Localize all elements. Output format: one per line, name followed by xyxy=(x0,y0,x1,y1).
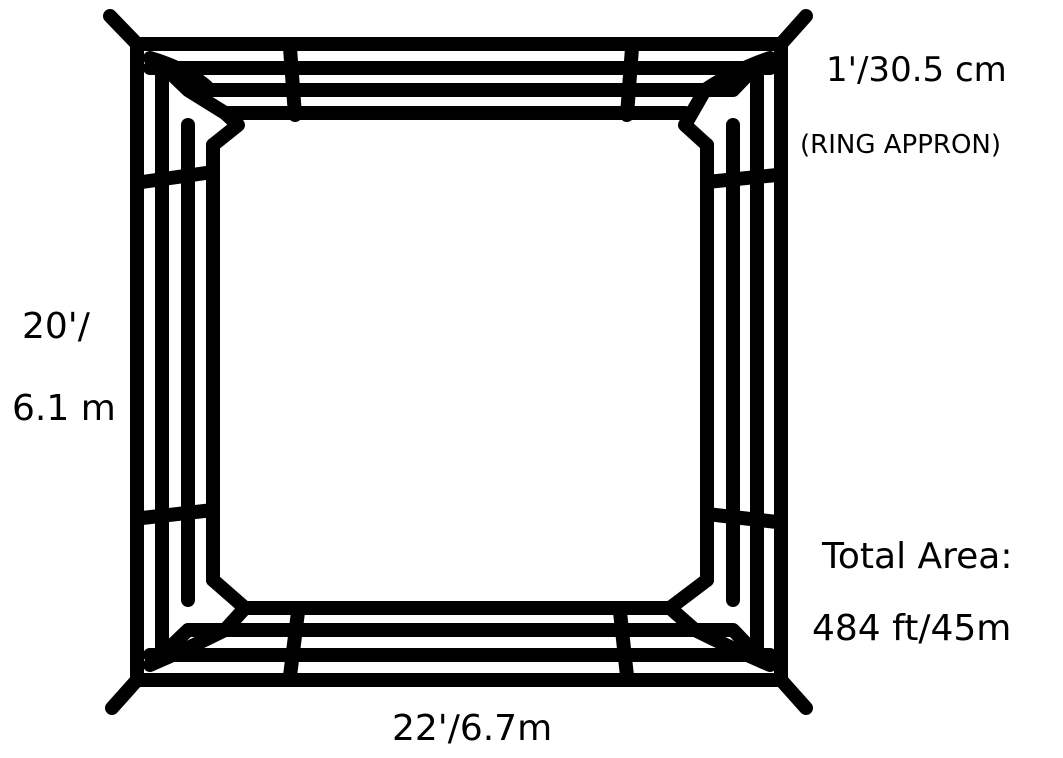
total-area-label-line2: 484 ft/45m xyxy=(812,608,1012,649)
total-area-label-line1: Total Area: xyxy=(822,536,1013,577)
rope-tie-top-right xyxy=(620,41,639,122)
corner-extension-top-left xyxy=(103,9,144,51)
corner-extension-bottom-left xyxy=(105,673,144,715)
corner-extension-bottom-right xyxy=(774,673,813,715)
corner-curve-bottom-right xyxy=(688,623,777,672)
rope-tie-right-lower xyxy=(700,507,784,529)
corner-curve-top-right xyxy=(698,51,777,97)
corner-curve-bottom-left xyxy=(143,623,232,672)
corner-curve-top-left xyxy=(143,51,217,97)
apron-size-label: 1'/30.5 cm xyxy=(826,50,1007,90)
rope-tie-top-left xyxy=(283,41,302,122)
side-length-label-line2: 6.1 m xyxy=(12,388,116,429)
rope-tie-left-upper xyxy=(135,165,220,189)
corner-pad-top-left xyxy=(155,58,245,152)
side-length-label-line1: 20'/ xyxy=(22,306,90,347)
apron-name-label: (RING APPRON) xyxy=(800,130,1002,160)
bottom-length-label: 22'/6.7m xyxy=(392,708,553,749)
rope-tie-bottom-left xyxy=(283,605,305,683)
corner-extension-top-right xyxy=(774,9,813,51)
rope-tie-bottom-right xyxy=(613,605,634,683)
rope-tie-right-upper xyxy=(700,168,784,189)
ring-apron-outline xyxy=(130,37,788,687)
rope-tie-left-lower xyxy=(135,503,220,525)
